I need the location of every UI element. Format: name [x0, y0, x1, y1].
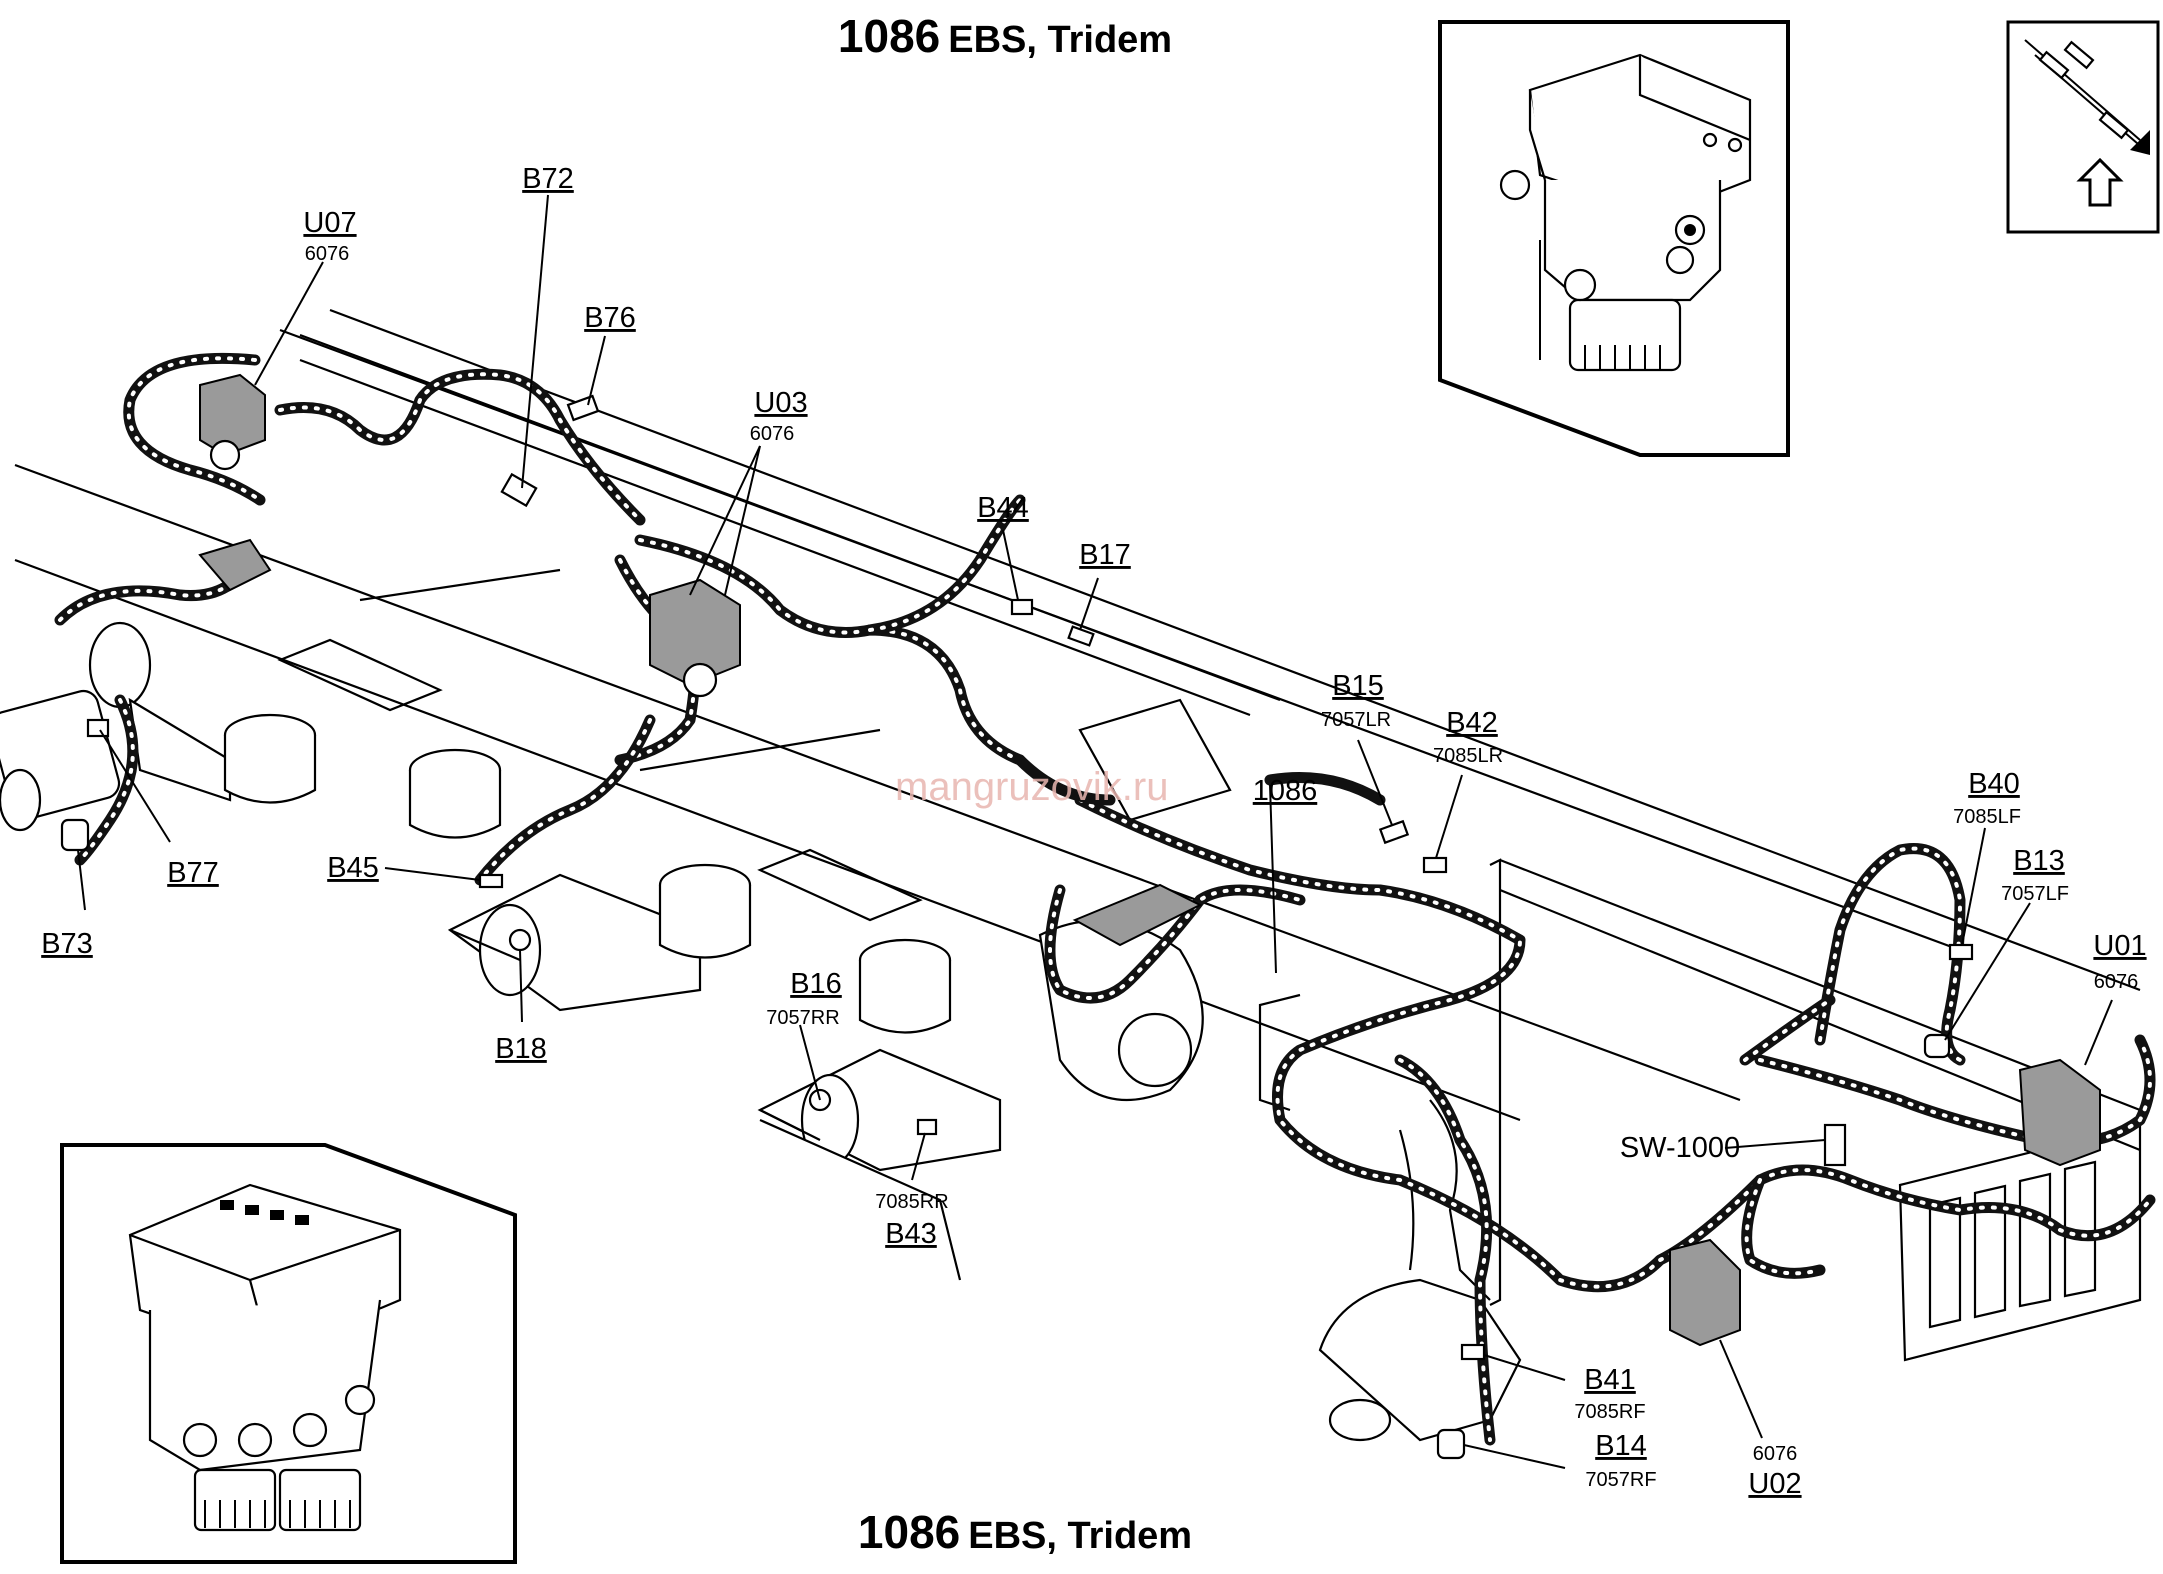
svg-text:B72: B72 — [522, 163, 574, 195]
label-B14: B14 7057RF — [1585, 1430, 1656, 1491]
svg-text:B44: B44 — [977, 492, 1029, 524]
label-U07: U07 6076 — [303, 207, 356, 265]
svg-text:B42: B42 — [1446, 707, 1498, 739]
label-B41: B41 7085RF — [1574, 1364, 1645, 1423]
label-B77: B77 — [167, 857, 219, 889]
sensor-B76[interactable] — [566, 394, 600, 422]
label-B76: B76 — [584, 302, 636, 334]
svg-text:6076: 6076 — [1753, 1443, 1798, 1465]
svg-text:1086: 1086 — [1253, 775, 1318, 807]
watermark: mangruzovik.ru — [895, 765, 1168, 809]
label-B16: B16 7057RR — [766, 968, 842, 1029]
sensor-B45[interactable] — [478, 873, 504, 889]
svg-text:7057LR: 7057LR — [1321, 709, 1391, 731]
orientation-inset — [2006, 20, 2160, 234]
sensor-B42[interactable] — [1422, 856, 1448, 874]
label-B13: B13 7057LF — [2001, 845, 2069, 905]
svg-text:B14: B14 — [1595, 1430, 1647, 1462]
svg-text:7057RF: 7057RF — [1585, 1469, 1656, 1491]
svg-text:7085LR: 7085LR — [1433, 745, 1503, 767]
switch-SW-1000[interactable] — [1823, 1123, 1847, 1167]
svg-text:6076: 6076 — [305, 243, 350, 265]
label-B18: B18 — [495, 1033, 547, 1065]
svg-text:U03: U03 — [754, 387, 807, 419]
component-U01[interactable] — [2018, 1058, 2101, 1167]
sensor-B15[interactable] — [1378, 819, 1410, 845]
svg-text:7085RF: 7085RF — [1574, 1401, 1645, 1423]
svg-text:U02: U02 — [1748, 1468, 1801, 1500]
component-U02[interactable] — [1669, 1238, 1741, 1347]
valve-module-icon — [1499, 53, 1752, 372]
sensor-B41[interactable] — [1460, 1343, 1486, 1361]
label-B40: B40 7085LF — [1953, 768, 2021, 828]
svg-text:7085LF: 7085LF — [1953, 806, 2021, 828]
label-B15: B15 7057LR — [1321, 670, 1391, 731]
air-spring-3 — [658, 863, 752, 959]
svg-text:B45: B45 — [327, 852, 379, 884]
sensor-B40[interactable] — [1948, 943, 1974, 961]
label-U01: U01 6076 — [2093, 930, 2146, 993]
svg-text:SW-1000: SW-1000 — [1620, 1132, 1740, 1164]
label-U02: 6076 U02 — [1748, 1443, 1801, 1500]
label-U03: U03 6076 — [750, 387, 808, 445]
labels: U07 6076 B72 B76 U03 6076 B44 B17 B15 70… — [41, 163, 2146, 1500]
label-B44: B44 — [977, 492, 1029, 524]
svg-text:B16: B16 — [790, 968, 842, 1000]
ebs-control-unit — [1072, 883, 1203, 947]
label-B43: 7085RR B43 — [875, 1191, 948, 1250]
leader-lines — [77, 194, 2113, 1469]
svg-text:B40: B40 — [1968, 768, 2020, 800]
axle-modulator-icon — [128, 1183, 402, 1532]
sensor-B18[interactable] — [508, 928, 532, 952]
orientation-arrow-icon — [2024, 39, 2150, 207]
sensor-B73[interactable] — [60, 818, 90, 852]
air-spring-1 — [223, 713, 317, 804]
svg-text:B18: B18 — [495, 1033, 547, 1065]
sensor-B17[interactable] — [1067, 625, 1095, 647]
svg-text:U07: U07 — [303, 207, 356, 239]
component-U03[interactable] — [649, 578, 741, 698]
air-spring-2 — [408, 748, 502, 839]
svg-text:B15: B15 — [1332, 670, 1384, 702]
svg-text:B77: B77 — [167, 857, 219, 889]
svg-text:B17: B17 — [1079, 539, 1131, 571]
component-U07[interactable] — [199, 373, 266, 471]
svg-text:6076: 6076 — [750, 423, 795, 445]
label-1086-harness: 1086 — [1253, 775, 1318, 807]
svg-text:B13: B13 — [2013, 845, 2065, 877]
component-U03-second — [198, 538, 272, 592]
svg-text:7085RR: 7085RR — [875, 1191, 948, 1213]
label-B42: B42 7085LR — [1433, 707, 1503, 767]
label-SW-1000: SW-1000 — [1620, 1132, 1740, 1164]
air-spring-4 — [858, 938, 952, 1034]
label-B45: B45 — [327, 852, 379, 884]
sensor-B72[interactable] — [500, 472, 538, 508]
label-B72: B72 — [522, 163, 574, 195]
axle-modulator-inset — [60, 1143, 517, 1564]
label-B73: B73 — [41, 928, 93, 960]
sensor-B44[interactable] — [1010, 598, 1034, 616]
svg-text:U01: U01 — [2093, 930, 2146, 962]
valve-module-inset — [1438, 20, 1790, 457]
svg-text:B73: B73 — [41, 928, 93, 960]
sensor-B43[interactable] — [916, 1118, 938, 1136]
svg-text:6076: 6076 — [2094, 971, 2139, 993]
sensor-B14[interactable] — [1436, 1428, 1466, 1460]
axles — [0, 621, 1522, 1442]
svg-text:B41: B41 — [1584, 1364, 1636, 1396]
svg-text:B43: B43 — [885, 1218, 937, 1250]
sensor-B77[interactable] — [86, 718, 110, 738]
sensor-B13[interactable] — [1923, 1033, 1951, 1059]
svg-text:7057RR: 7057RR — [766, 1007, 839, 1029]
svg-text:B76: B76 — [584, 302, 636, 334]
svg-text:7057LF: 7057LF — [2001, 883, 2069, 905]
label-B17: B17 — [1079, 539, 1131, 571]
